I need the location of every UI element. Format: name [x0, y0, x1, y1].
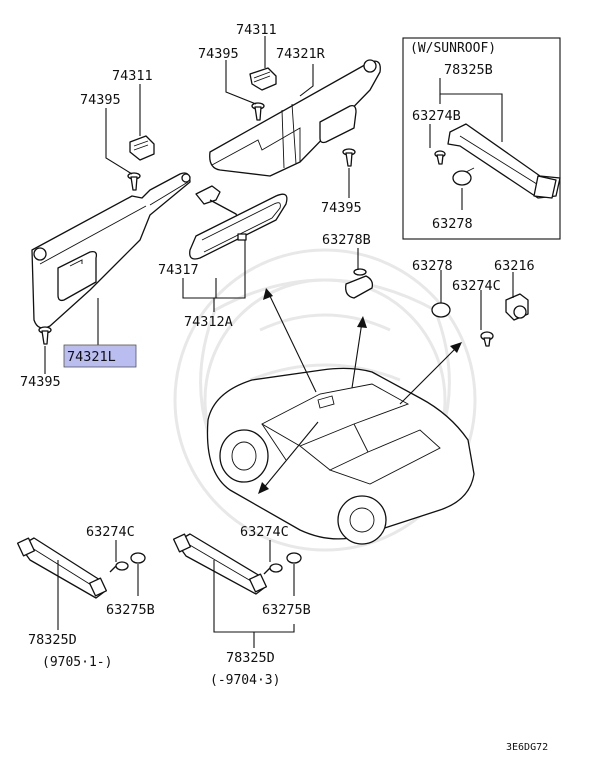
arrows [258, 288, 462, 494]
label-74311-right: 74311 [236, 22, 277, 38]
label-74395-right-upper: 74395 [198, 46, 239, 62]
label-74311-left: 74311 [112, 68, 153, 84]
label-63274c-left: 63274C [86, 524, 135, 540]
label-78325d-right: 78325D [226, 650, 275, 666]
highlight-74321l [63, 344, 137, 368]
screw-63274c-left[interactable] [109, 561, 129, 573]
label-63216: 63216 [494, 258, 535, 274]
note-date-right: (-9704·3) [210, 673, 280, 688]
screw-74395-left-lower[interactable] [38, 326, 52, 345]
label-78325d-left: 78325D [28, 632, 77, 648]
label-74395-left-upper: 74395 [80, 92, 121, 108]
screw-63274c-right[interactable] [480, 331, 494, 347]
screw-63274b[interactable] [434, 150, 446, 165]
note-sunroof: (W/SUNROOF) [410, 41, 496, 56]
label-74312a: 74312A [184, 314, 233, 330]
cap-63275b-left[interactable] [130, 552, 146, 564]
cap-63278b[interactable] [345, 268, 374, 299]
label-74321l: 74321L [67, 349, 116, 365]
label-74321r: 74321R [276, 46, 326, 62]
label-63278b: 63278B [322, 232, 371, 248]
label-74395-left-lower: 74395 [20, 374, 61, 390]
rear-view-mirror[interactable] [189, 185, 288, 260]
screw-63274c-center[interactable] [263, 563, 283, 575]
clip-74311-right[interactable] [249, 67, 277, 91]
bracket-63216[interactable] [505, 293, 529, 321]
cap-63278-right[interactable] [431, 302, 451, 318]
cap-63278-sunroof[interactable] [452, 167, 475, 186]
assist-grip-78325d-right[interactable] [172, 533, 268, 595]
label-63274b: 63274B [412, 108, 461, 124]
label-63274c-right: 63274C [452, 278, 501, 294]
sunroof-inset [402, 37, 561, 240]
screw-74395-right-upper[interactable] [251, 102, 265, 121]
assist-grip-78325b[interactable] [447, 123, 561, 199]
figure-code: 3E6DG72 [506, 742, 548, 753]
label-63275b-right: 63275B [262, 602, 311, 618]
screw-74395-left-upper[interactable] [127, 172, 141, 191]
cap-63275b-right[interactable] [286, 552, 302, 564]
sun-visor-left[interactable] [31, 172, 191, 329]
note-date-left: (9705·1-) [42, 655, 112, 670]
label-63278-sunroof: 63278 [432, 216, 473, 232]
label-63278-right: 63278 [412, 258, 453, 274]
label-74395-right-lower: 74395 [321, 200, 362, 216]
sun-visor-right[interactable] [209, 59, 381, 177]
screw-74395-right-lower[interactable] [342, 148, 356, 167]
label-63275b-left: 63275B [106, 602, 155, 618]
car-outline [206, 367, 475, 545]
leader-lines [44, 36, 514, 648]
assist-grip-78325d-left[interactable] [16, 537, 108, 599]
label-78325b: 78325B [444, 62, 493, 78]
label-63274c-center: 63274C [240, 524, 289, 540]
clip-74311-left[interactable] [129, 135, 155, 161]
label-74317: 74317 [158, 262, 199, 278]
